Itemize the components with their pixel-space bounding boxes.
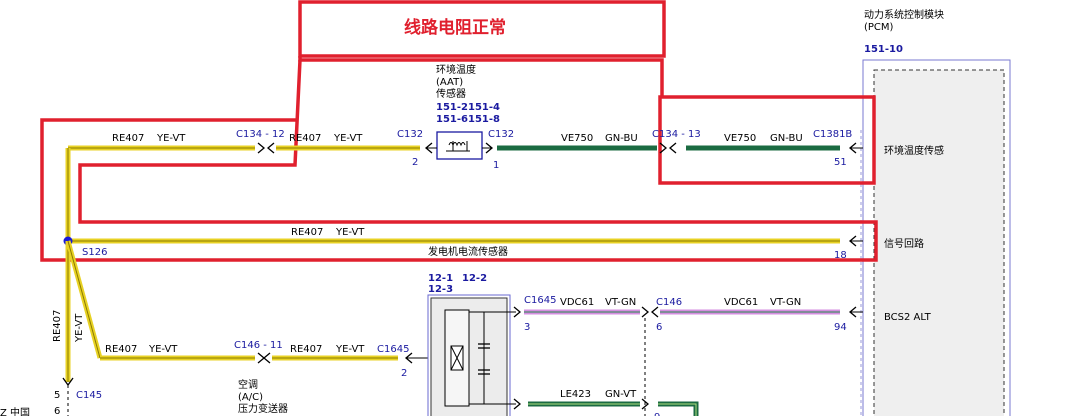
aat-label-line3: 传感器	[436, 87, 466, 100]
annotation-outline	[40, 0, 878, 262]
wire-top-conn-left: C134 - 12	[236, 129, 285, 140]
pcm-ref: 151-10	[864, 44, 903, 55]
wire-top-yellow	[65, 145, 420, 240]
ac-label-line1: 空调	[238, 378, 258, 391]
wire-bcs-pin-a: 3	[524, 322, 530, 333]
wire-top-circuit-mid: RE407	[289, 133, 321, 144]
aat-ref-d: 151-8	[468, 114, 500, 125]
aat-sensor	[436, 131, 483, 160]
wire-bcs	[513, 306, 863, 416]
wire-top-pin-pcm: 51	[834, 157, 847, 168]
wire-signal-circuit: RE407	[291, 227, 323, 238]
ac-ref-a: 12-1	[428, 273, 453, 284]
c132-right: C132	[488, 129, 514, 140]
wire-top-color-mid: YE-VT	[333, 133, 363, 144]
wire-top-circuit-right-a: VE750	[561, 133, 593, 144]
wire-top-circuit-right-b: VE750	[724, 133, 756, 144]
wire-signal-desc: 发电机电流传感器	[428, 245, 508, 258]
c132-pin1: 1	[493, 160, 499, 171]
wire-ac-circuit-left: RE407	[105, 344, 137, 355]
wire-signal-color: YE-VT	[335, 227, 365, 238]
ac-label-line3: 压力变送器	[238, 402, 288, 415]
annotation-text: 线路电阻正常	[404, 17, 506, 38]
wire-top-conn-pcm: C1381B	[813, 129, 852, 140]
splice-label: S126	[82, 247, 107, 258]
pcm-title: 动力系统控制模块	[864, 8, 944, 21]
wire-top-conn-mid: C134 - 13	[652, 129, 701, 140]
wire-vertical	[62, 240, 103, 416]
wire-le423	[513, 398, 699, 416]
ac-ref-b: 12-2	[462, 273, 487, 284]
pcm-subtitle: (PCM)	[864, 22, 894, 33]
wire-vertical-circuit: RE407	[52, 310, 63, 342]
aat-label-line2: (AAT)	[436, 77, 463, 88]
wire-vertical-pin5: 5	[54, 390, 60, 401]
c132-left: C132	[397, 129, 423, 140]
wire-top-circuit-left: RE407	[112, 133, 144, 144]
pcm-pin-label-signal: 信号回路	[884, 237, 924, 250]
c132-pin2: 2	[412, 157, 418, 168]
ac-label-line2: (A/C)	[238, 392, 263, 403]
wire-ac-color-left: YE-VT	[148, 344, 178, 355]
wire-ac-conn-left: C146 - 11	[234, 340, 283, 351]
pcm-pin-label-aat: 环境温度传感	[884, 144, 944, 157]
wire-bcs-circuit-a: VDC61	[560, 297, 594, 308]
wire-top-color-right-b: GN-BU	[770, 133, 803, 144]
wire-vertical-pin6: 6	[54, 406, 60, 416]
wire-le423-color: GN-VT	[605, 389, 637, 400]
wire-signal-pin: 18	[834, 250, 847, 261]
wire-vertical-color: YE-VT	[74, 313, 85, 343]
wire-bcs-conn-a: C1645	[524, 295, 556, 306]
wire-le423-pin: 9	[654, 412, 660, 416]
wire-bcs-color-b: VT-GN	[770, 297, 801, 308]
wire-bcs-circuit-b: VDC61	[724, 297, 758, 308]
wire-ac-color-mid: YE-VT	[335, 344, 365, 355]
wire-bcs-pin-pcm: 94	[834, 322, 847, 333]
wire-vertical-conn: C145	[76, 390, 102, 401]
ac-module	[427, 294, 516, 416]
wire-ac-circuit-mid: RE407	[290, 344, 322, 355]
pcm-module	[862, 59, 1011, 416]
aat-label-line1: 环境温度	[436, 63, 476, 76]
ac-ref-c: 12-3	[428, 284, 453, 295]
wire-top-color-right-a: GN-BU	[605, 133, 638, 144]
aat-ref-c: 151-6	[436, 114, 468, 125]
wire-bcs-conn-b: C146	[656, 297, 682, 308]
wire-top-color-left: YE-VT	[156, 133, 186, 144]
wire-bcs-color-a: VT-GN	[605, 297, 636, 308]
aat-ref-b: 151-4	[468, 102, 500, 113]
aat-ref-a: 151-2	[436, 102, 468, 113]
pcm-pin-label-bcs: BCS2 ALT	[884, 312, 932, 323]
wire-ac-pin: 2	[401, 368, 407, 379]
wire-bcs-pin-b: 6	[656, 322, 662, 333]
wire-ac-conn-right: C1645	[377, 344, 409, 355]
bottom-left-label: Z 中国	[0, 406, 30, 416]
wire-le423-circuit: LE423	[560, 389, 591, 400]
